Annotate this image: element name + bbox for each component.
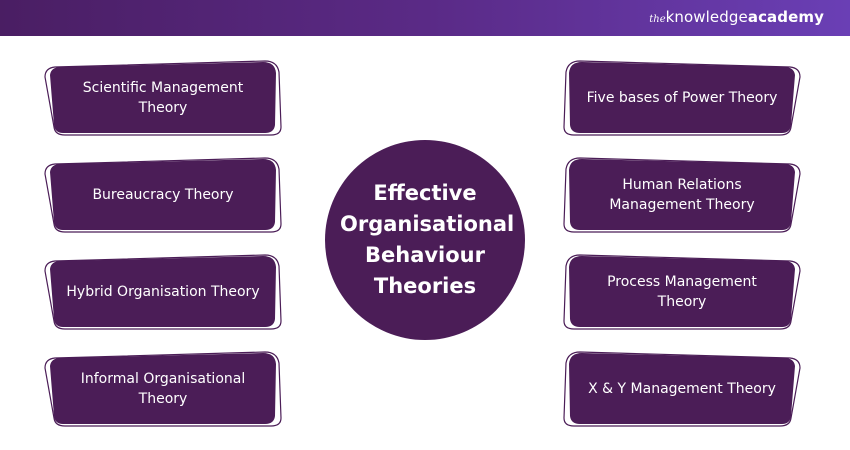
theory-label: Human Relations Management Theory	[609, 177, 755, 213]
theory-box-shape	[44, 351, 282, 427]
theory-label: Process Management Theory	[607, 274, 757, 310]
theory-box-shape	[563, 351, 801, 427]
theory-box-shape	[44, 60, 282, 136]
brand-knowledge: knowledge	[665, 8, 748, 26]
brand-logo: theknowledgeacademy	[649, 7, 824, 30]
theory-box-shape	[563, 157, 801, 233]
theory-box-shape	[44, 157, 282, 233]
brand-the: the	[649, 14, 666, 25]
theory-box-shape	[563, 254, 801, 330]
theory-box-right-3: Process Management Theory	[562, 253, 802, 331]
theory-label: Scientific Management Theory	[82, 80, 244, 116]
theory-label: Informal Organisational Theory	[80, 371, 246, 407]
theory-box-shape	[44, 254, 282, 330]
center-title: Effective Organisational Behaviour Theor…	[340, 181, 515, 298]
theory-box-right-1: Five bases of Power Theory	[562, 59, 802, 137]
theory-label: Bureaucracy Theory	[92, 187, 234, 203]
theory-box-left-1: Scientific Management Theory	[43, 59, 283, 137]
theory-label: X & Y Management Theory	[588, 381, 776, 397]
theory-box-left-3: Hybrid Organisation Theory	[43, 253, 283, 331]
theory-box-left-2: Bureaucracy Theory	[43, 156, 283, 234]
theory-box-left-4: Informal Organisational Theory	[43, 350, 283, 428]
theory-label: Hybrid Organisation Theory	[66, 284, 260, 300]
header-bar: theknowledgeacademy	[0, 0, 850, 36]
theory-label: Five bases of Power Theory	[586, 90, 778, 106]
theory-box-shape	[563, 60, 801, 136]
theory-box-right-2: Human Relations Management Theory	[562, 156, 802, 234]
center-circle: Effective Organisational Behaviour Theor…	[325, 140, 525, 340]
theory-box-right-4: X & Y Management Theory	[562, 350, 802, 428]
brand-academy: academy	[747, 8, 824, 26]
